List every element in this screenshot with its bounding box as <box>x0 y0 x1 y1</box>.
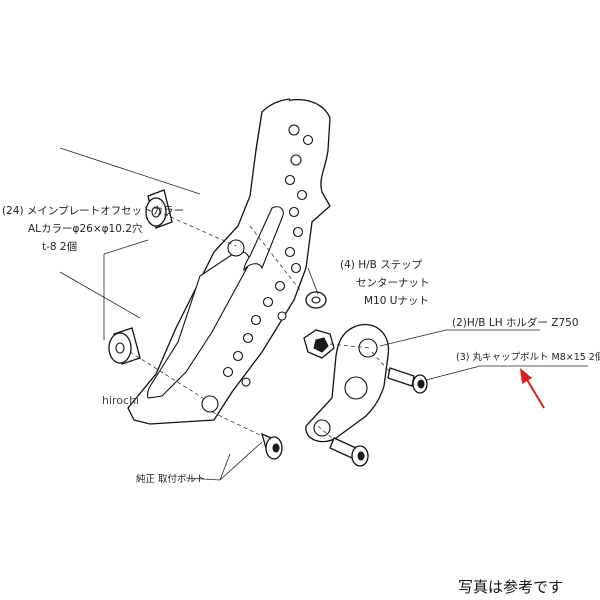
cap-bolt-upper <box>387 367 428 394</box>
label-part4-line1: (4) H/B ステップ <box>340 259 423 271</box>
leader-lines <box>59 147 588 481</box>
offset-collar-top <box>145 189 173 229</box>
lh-holder <box>305 323 390 443</box>
center-nut <box>303 329 335 359</box>
label-part4-line3: M10 Uナット <box>364 295 429 307</box>
genuine-bolt <box>260 432 283 460</box>
label-part3: (3) 丸キャップボルト M8×15 2個 <box>456 351 600 363</box>
label-genuine-bolt: 純正 取付ボルト <box>136 473 206 485</box>
offset-collar-bottom <box>108 327 141 365</box>
caption: 写真は参考です <box>458 578 563 596</box>
label-part2: (2)H/B LH ホルダー Z750 <box>452 316 579 329</box>
label-part24-line1: (24) メインプレートオフセットカラー <box>2 205 184 217</box>
spacer-small <box>305 291 327 309</box>
label-part24-line3: t-8 2個 <box>42 240 77 253</box>
cap-bolt-lower <box>329 437 369 467</box>
main-plate <box>127 98 331 425</box>
watermark: hirochi <box>102 394 139 407</box>
red-arrow <box>520 368 545 409</box>
label-part24-line2: ALカラーφ26×φ10.2穴 <box>28 222 143 235</box>
label-part4-line2: センターナット <box>356 277 430 289</box>
